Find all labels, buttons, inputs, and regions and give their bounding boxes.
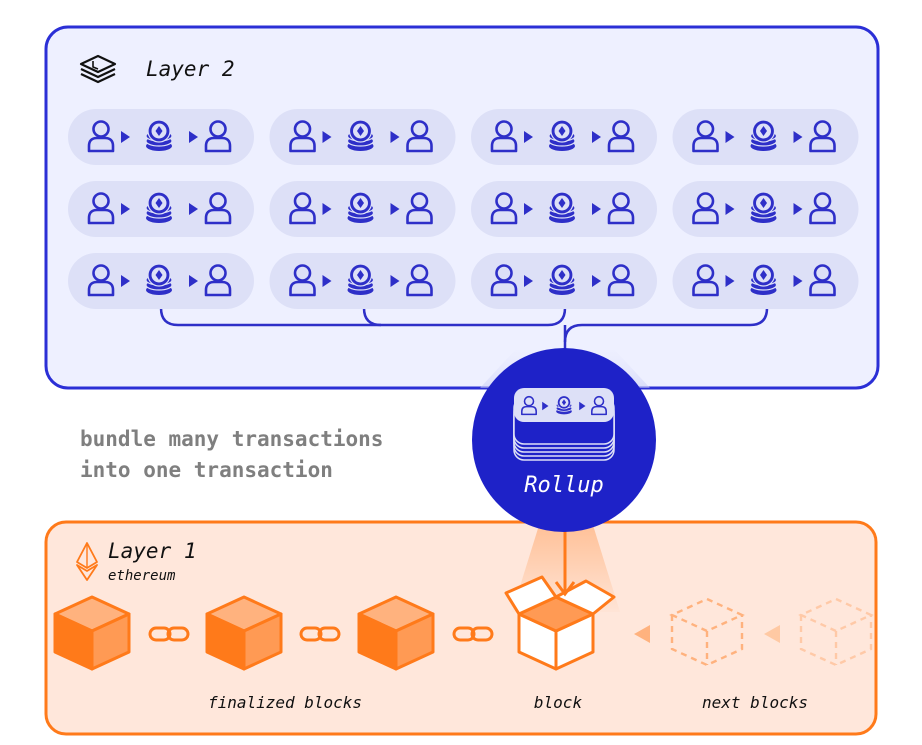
coins-icon bbox=[548, 191, 576, 224]
coins-icon bbox=[346, 263, 375, 296]
coins-icon bbox=[749, 119, 778, 152]
transaction-pill bbox=[672, 109, 859, 165]
coins-icon bbox=[145, 119, 173, 152]
layer2-stack-icon bbox=[79, 54, 117, 84]
ethereum-icon bbox=[76, 542, 98, 581]
arrow-into-block bbox=[554, 528, 576, 597]
coins-icon bbox=[749, 191, 778, 224]
layer2-panel bbox=[44, 25, 880, 390]
transaction-pill bbox=[269, 253, 456, 309]
finalized-block-2 bbox=[205, 595, 283, 671]
next-arrow-icon bbox=[634, 625, 650, 643]
transaction-pill bbox=[471, 109, 657, 165]
layer1-title: Layer 1 bbox=[108, 539, 197, 563]
next-arrow-icon bbox=[764, 625, 780, 643]
bundle-caption-line-1: bundle many transactions bbox=[80, 427, 384, 451]
bundle-caption-line-2: into one transaction bbox=[80, 458, 333, 482]
finalized-block-3 bbox=[357, 595, 435, 671]
coins-icon bbox=[548, 119, 576, 152]
bundle-caption: bundle many transactions into one transa… bbox=[80, 424, 383, 486]
coins-icon bbox=[145, 191, 173, 224]
transaction-pill bbox=[269, 181, 456, 237]
next-blocks-label: next blocks bbox=[702, 693, 808, 712]
coins-icon bbox=[346, 119, 375, 152]
transaction-pill bbox=[471, 253, 657, 309]
transaction-pill bbox=[471, 181, 657, 237]
coins-icon bbox=[749, 263, 778, 296]
transaction-grid bbox=[68, 109, 859, 309]
finalized-blocks-label: finalized blocks bbox=[207, 693, 363, 712]
current-block-label: block bbox=[533, 693, 583, 712]
layer2-title: Layer 2 bbox=[146, 57, 235, 81]
rollup-label: Rollup bbox=[524, 473, 604, 498]
finalized-block-1 bbox=[53, 595, 131, 671]
coins-icon bbox=[346, 191, 375, 224]
transaction-pill bbox=[68, 181, 254, 237]
rollup-stack-icon bbox=[513, 388, 615, 461]
transaction-pill bbox=[672, 181, 859, 237]
open-block-icon bbox=[504, 575, 616, 671]
transaction-pill bbox=[68, 253, 254, 309]
coins-icon bbox=[145, 263, 173, 296]
coins-icon bbox=[548, 263, 576, 296]
transaction-pill bbox=[68, 109, 254, 165]
transaction-pill bbox=[269, 109, 456, 165]
transaction-pill bbox=[672, 253, 859, 309]
layer1-subtitle: ethereum bbox=[108, 568, 176, 584]
